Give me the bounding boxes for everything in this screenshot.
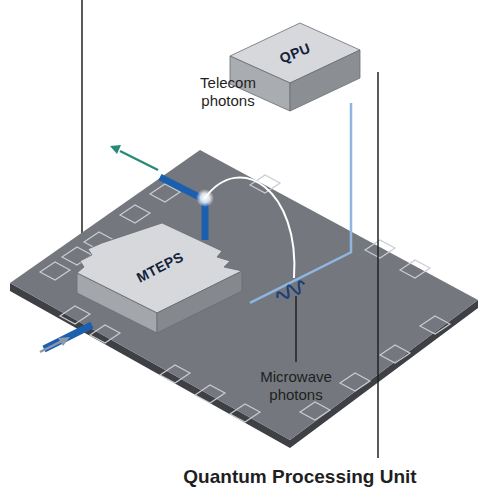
pad (300, 402, 330, 420)
input-arrow (40, 341, 62, 352)
pad (120, 205, 150, 223)
pad (40, 262, 70, 280)
board-pads (40, 175, 450, 422)
pad (340, 373, 370, 391)
input-arrowhead (58, 337, 70, 346)
leader-line (295, 296, 297, 362)
pad (90, 325, 120, 343)
pad (365, 240, 395, 258)
leader-line (377, 72, 379, 458)
pad (230, 404, 260, 422)
photon-glow (196, 189, 214, 207)
pad (250, 175, 280, 193)
board-top (10, 150, 478, 440)
callout-label: Telecom photons (183, 74, 273, 110)
pad (195, 385, 225, 403)
pad (380, 345, 410, 363)
callout-label: Microwave photons (246, 368, 346, 404)
chip-outline (72, 215, 250, 337)
pad (60, 306, 90, 324)
chip-face (157, 271, 242, 333)
microwave-wave (275, 279, 307, 303)
callout-label: Quantum Processing Unit (130, 466, 470, 489)
pad (160, 365, 190, 383)
pad (420, 316, 450, 334)
converter-chip: MTEPS (72, 215, 250, 337)
microwave-line (250, 103, 351, 303)
output-arrowhead (110, 145, 121, 154)
pad (400, 260, 430, 278)
output-arrow (120, 151, 158, 170)
